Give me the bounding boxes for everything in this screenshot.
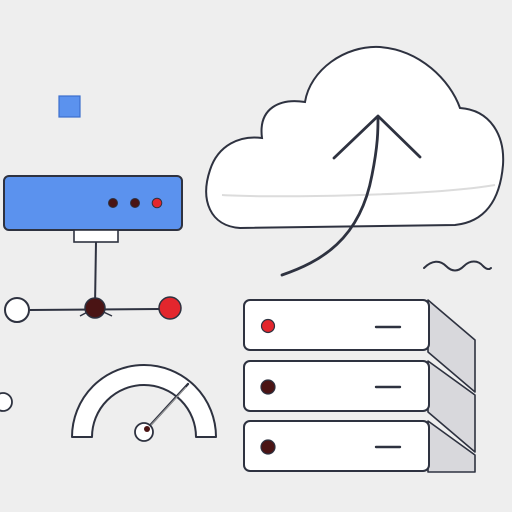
network-node-right xyxy=(158,296,182,320)
server-unit-3 xyxy=(243,420,476,473)
upload-arrow-icon xyxy=(280,114,422,277)
gauge-hub xyxy=(134,422,154,442)
server-led-2 xyxy=(260,379,276,395)
blue-square-icon xyxy=(58,95,81,118)
router-led-1 xyxy=(108,198,118,208)
router-led-3 xyxy=(151,197,163,209)
small-ring-icon xyxy=(0,392,13,412)
router-icon xyxy=(3,175,183,243)
server-led-1 xyxy=(260,318,276,334)
server-unit-1 xyxy=(243,299,476,393)
network-topology-icon xyxy=(4,241,182,323)
wave-squiggle-icon xyxy=(423,260,492,272)
server-led-3 xyxy=(260,439,276,455)
speed-gauge-icon xyxy=(71,364,217,442)
router-led-2 xyxy=(130,198,140,208)
server-stack-icon xyxy=(243,299,476,473)
router-stand xyxy=(73,229,119,243)
network-node-left xyxy=(4,297,30,323)
network-hub xyxy=(84,297,106,319)
server-unit-2 xyxy=(243,360,476,453)
